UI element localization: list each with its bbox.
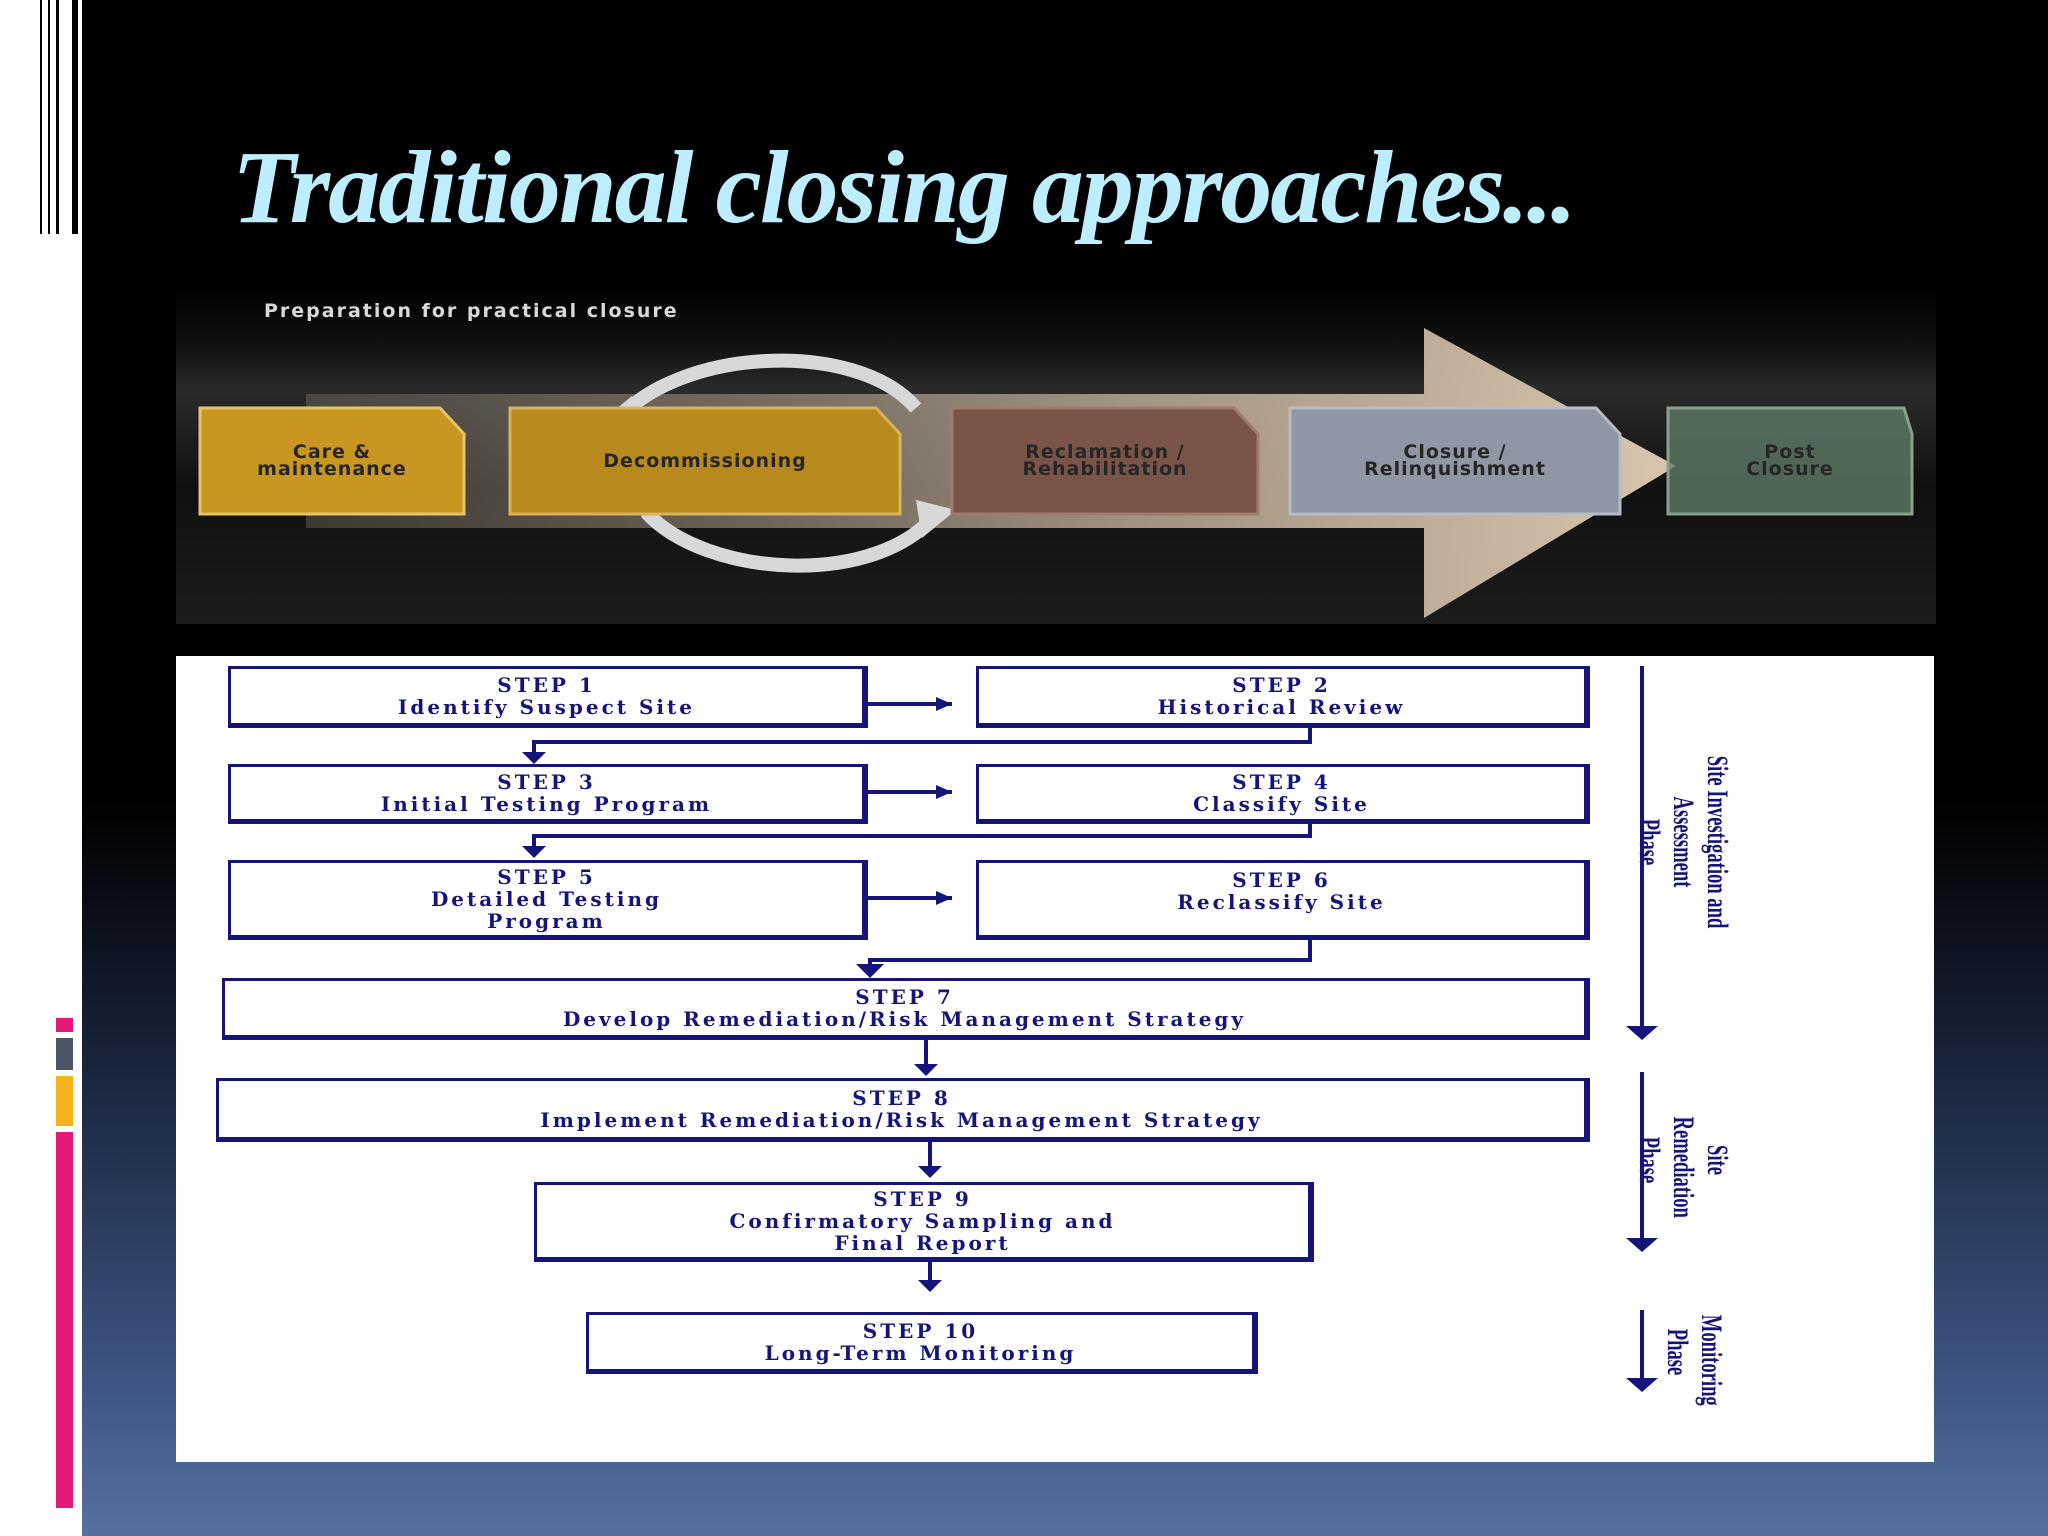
step-text: Reclassify Site [1177,890,1386,914]
phase-label-decommissioning: Decommissioning [603,449,807,472]
connector-2-3 [532,728,1312,756]
step-box-7: STEP 7 Develop Remediation/Risk Manageme… [222,978,1590,1040]
step-box-6: STEP 6 Reclassify Site [976,860,1590,940]
flowchart-connectors [522,666,1658,1392]
decorative-line [56,0,59,234]
step-box-4: STEP 4 Classify Site [976,764,1590,824]
accent-bar-yellow [56,1076,73,1126]
phase-label-reclamation: Reclamation / Rehabilitation [1022,441,1188,480]
phase-box-care [198,406,466,516]
step-number: STEP 1 [497,673,596,697]
cycle-arrowhead-bottom [916,500,956,538]
accent-bar-gray [56,1038,73,1070]
connector-4-5 [532,820,1312,850]
phase-box-decommissioning [508,406,902,516]
step-box-10: STEP 10 Long-Term Monitoring [586,1312,1258,1374]
step-number: STEP 10 [862,1319,979,1343]
accent-bar-pink [56,1018,73,1032]
phase-label-care: Care & maintenance [257,441,407,480]
step-number: STEP 8 [852,1086,951,1110]
step-box-3: STEP 3 Initial Testing Program [228,764,868,824]
step-number: STEP 3 [497,770,596,794]
arrowhead [1626,1026,1658,1040]
arrowhead [918,1280,942,1292]
step-number: STEP 5 [497,865,596,889]
step-box-1: STEP 1 Identify Suspect Site [228,666,868,728]
arrowhead [522,752,546,764]
remediation-flowchart: STEP 1 Identify Suspect Site STEP 2 Hist… [176,656,1934,1462]
banner-caption: Preparation for practical closure [264,300,679,322]
step-text: Develop Remediation/Risk Management Stra… [562,1007,1247,1031]
decorative-line [24,0,26,234]
arrowhead [1626,1238,1658,1252]
phase-label-monitoring: Monitoring Phase [1661,1314,1728,1406]
arrowhead [1626,1378,1658,1392]
cycle-arrow-top [610,353,922,427]
accent-bar-pink-long [56,1132,73,1508]
arrowhead [936,891,952,905]
arrowhead [918,1166,942,1178]
decorative-line [44,0,48,234]
arrowhead [856,964,884,978]
decorative-line [40,0,42,234]
step-box-9: STEP 9 Confirmatory Sampling and Final R… [534,1182,1314,1262]
arrowhead [936,697,952,711]
step-text: Detailed Testing Program [430,887,663,933]
step-text: Implement Remediation/Risk Management St… [540,1108,1263,1132]
decorative-line [72,0,78,234]
step-text: Confirmatory Sampling and Final Report [729,1209,1116,1255]
step-number: STEP 2 [1232,673,1331,697]
decorative-line [48,0,50,234]
cycle-arrow-bottom [640,507,942,573]
step-number: STEP 6 [1232,868,1331,892]
phase-label-post-closure: Post Closure [1746,441,1834,480]
process-banner: Preparation for practical closure Care &… [176,288,1936,624]
step-text: Identify Suspect Site [398,695,695,719]
phase-box-closure [1288,406,1622,516]
phase-label-remediation: Site Remediation Phase [1633,1116,1734,1218]
slide-title: Traditional closing approaches... [232,130,1577,245]
arrowhead [914,1064,938,1076]
phase-label-closure: Closure / Relinquishment [1364,441,1546,480]
decorative-line [68,0,74,234]
step-text: Classify Site [1193,792,1370,816]
step-box-8: STEP 8 Implement Remediation/Risk Manage… [216,1078,1590,1142]
connector-6-7 [868,938,1312,970]
phase-box-post-closure [1666,406,1914,516]
arrowhead [522,846,546,858]
step-box-2: STEP 2 Historical Review [976,666,1590,728]
step-number: STEP 9 [873,1187,972,1211]
step-text: Long-Term Monitoring [764,1341,1077,1365]
banner-graphic [198,328,1914,618]
arrowhead [936,785,952,799]
step-number: STEP 7 [855,985,954,1009]
decorative-line [34,0,37,234]
phase-box-reclamation [950,406,1260,516]
step-box-5: STEP 5 Detailed Testing Program [228,860,868,940]
step-number: STEP 4 [1232,770,1331,794]
step-text: Initial Testing Program [380,792,713,816]
step-text: Historical Review [1157,695,1406,719]
phase-label-assessment: Site Investigation and Assessment Phase [1633,755,1734,929]
